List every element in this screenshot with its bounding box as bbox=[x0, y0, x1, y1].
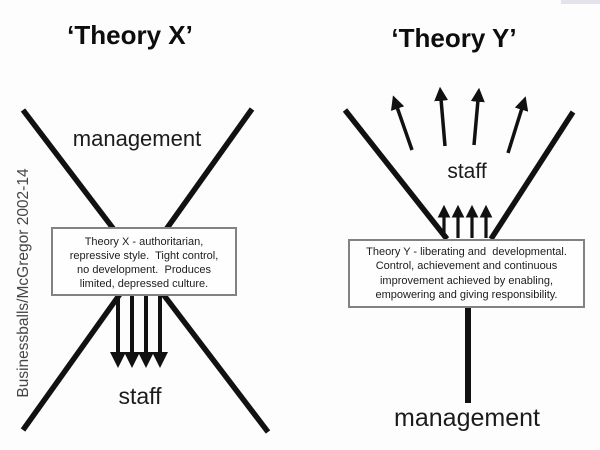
theory-y-management-label: management bbox=[394, 404, 540, 432]
theory-y-funnel-lines bbox=[342, 108, 576, 241]
theory-x-staff-label: staff bbox=[118, 383, 162, 409]
theory-y-staff-label: staff bbox=[447, 160, 487, 183]
credit-text: Businessballs/McGregor 2002-14 bbox=[15, 168, 32, 398]
theory-x-description-text: Theory X - authoritarian, repressive sty… bbox=[69, 236, 219, 290]
theory-y-description-box: Theory Y - liberating and developmental.… bbox=[348, 239, 585, 308]
theory-x-downward-arrows bbox=[110, 296, 168, 368]
theory-x-description-box: Theory X - authoritarian, repressive sty… bbox=[51, 227, 237, 296]
theory-y-title: ‘Theory Y’ bbox=[391, 23, 517, 53]
theory-y-outward-arrows bbox=[390, 86, 529, 154]
theory-y-box-to-staff-arrows bbox=[437, 204, 493, 238]
scan-artifact bbox=[561, 0, 600, 4]
theory-x-management-label: management bbox=[72, 126, 202, 151]
theory-x-title: ‘Theory X’ bbox=[67, 20, 193, 50]
theory-y-description-text: Theory Y - liberating and developmental.… bbox=[366, 246, 567, 301]
